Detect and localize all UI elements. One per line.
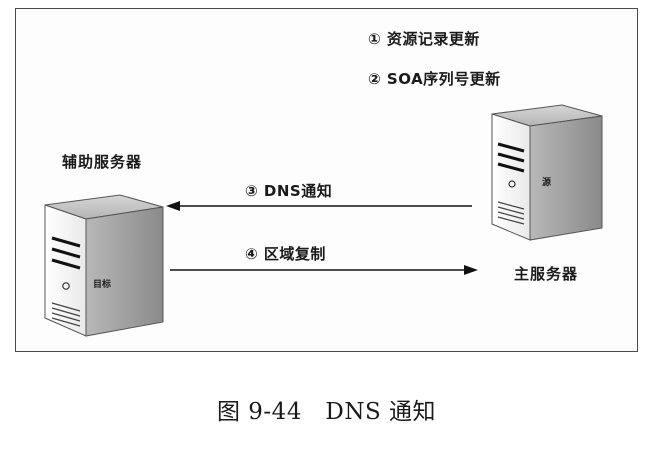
dns-notify-arrow bbox=[166, 201, 472, 211]
secondary-server-label: 辅助服务器 bbox=[62, 153, 143, 171]
secondary-server-icon: 目标 bbox=[44, 194, 164, 337]
step-dns-notify: ③ DNS通知 bbox=[245, 182, 333, 200]
step-zone-transfer: ④ 区域复制 bbox=[245, 245, 326, 263]
step-soa-serial-update: ② SOA序列号更新 bbox=[368, 70, 501, 88]
primary-server-tag: 源 bbox=[542, 176, 551, 188]
secondary-server-tag: 目标 bbox=[93, 278, 111, 290]
figure-caption: 图 9-44 DNS 通知 bbox=[216, 399, 437, 425]
primary-server-label: 主服务器 bbox=[514, 265, 579, 283]
step-resource-record-update: ① 资源记录更新 bbox=[368, 30, 480, 48]
zone-transfer-arrow bbox=[170, 265, 478, 275]
primary-server-icon: 源 bbox=[491, 104, 603, 241]
